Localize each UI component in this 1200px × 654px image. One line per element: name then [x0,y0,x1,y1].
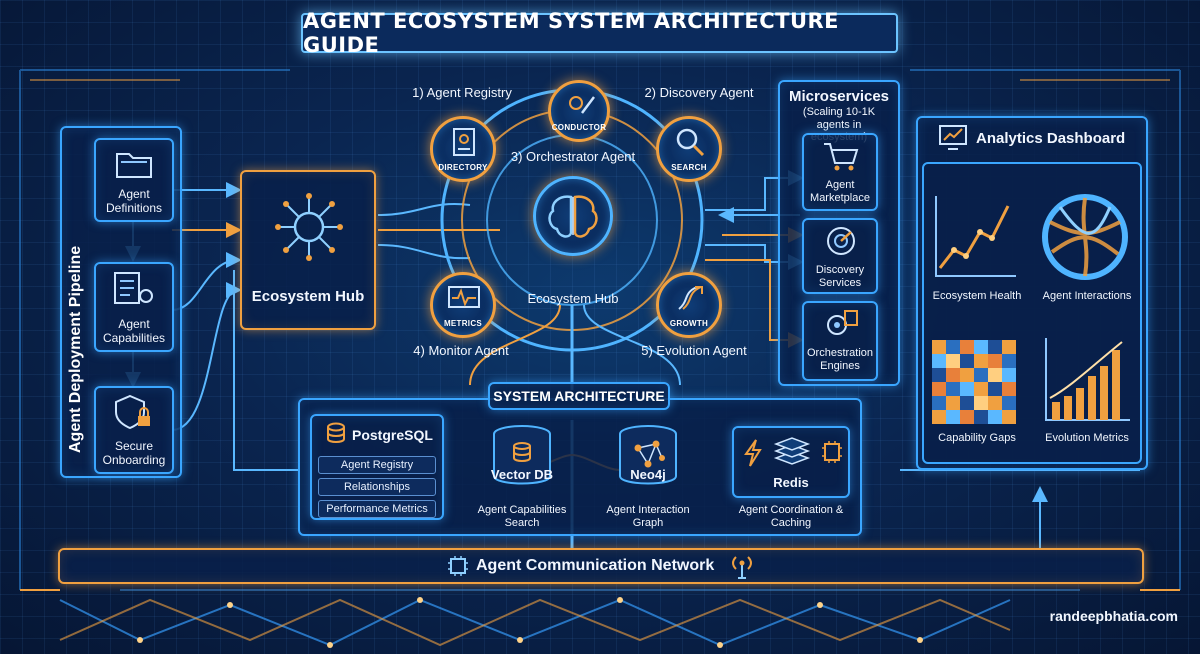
ecosystem-health-chart [935,196,1016,277]
agent-caption-orchestrator: 3) Orchestrator Agent [510,149,636,164]
agent-interactions-chart [1042,194,1128,280]
server-chip-icon [448,556,468,576]
microservice-label: Discovery Services [815,264,865,289]
radar-icon [827,227,855,255]
ring-center-label: Ecosystem Hub [527,291,619,306]
redis-box[interactable]: Redis [732,426,850,498]
pipeline-step-label: Secure Onboarding [102,439,166,467]
neo4j-label: Neo4j [630,467,666,482]
ecosystem-core[interactable] [533,176,613,256]
microservice-agent-marketplace[interactable]: Agent Marketplace [802,133,878,211]
pipeline-step-secure-onboarding[interactable]: Secure Onboarding [94,386,174,474]
directory-badge: DIRECTORY [438,163,488,172]
chart-monitor-icon [939,125,967,150]
growth-badge: GROWTH [669,319,709,328]
redis-label: Redis [773,475,809,490]
postgres-table-agent-registry[interactable]: Agent Registry [318,456,436,474]
agent-node-growth[interactable]: GROWTH [656,272,722,338]
analytics-title: Analytics Dashboard [976,130,1126,147]
communication-network-bar[interactable] [58,548,1144,584]
microservices-panel [778,80,900,386]
agent-node-directory[interactable]: DIRECTORY [430,116,496,182]
ecosystem-hub-label: Ecosystem Hub [251,288,365,305]
database-icon [327,422,345,443]
pipeline-step-label: Agent Definitions [105,187,163,215]
analytics-panel-capability-gaps: Capability Gaps [938,432,1016,444]
redis-stack-icon [773,437,811,465]
search-icon [676,128,705,157]
footer-site[interactable]: randeepbhatia.com [1049,608,1178,624]
postgresql-box[interactable]: PostgreSQL Agent Registry Relationships … [310,414,444,520]
pipeline-step-agent-capabilities[interactable]: Agent Capabilities [94,262,174,352]
network-hub-icon [275,193,343,261]
capability-gaps-heatmap [932,340,1016,424]
gears-icon [827,310,858,335]
gear-wand-icon [569,96,595,114]
folder-icon [116,153,152,178]
search-badge: SEARCH [671,163,707,172]
analytics-panel-evolution-metrics: Evolution Metrics [1045,432,1129,444]
antenna-icon [732,556,752,579]
redis-caption: Agent Coordination & Caching [738,504,844,529]
ecosystem-hub-box[interactable]: Ecosystem Hub [240,170,376,330]
microservice-orchestration-engines[interactable]: Orchestration Engines [802,301,878,381]
lightning-icon [744,439,762,467]
postgresql-label: PostgreSQL [352,427,433,443]
agent-node-conductor[interactable]: CONDUCTOR [548,80,610,142]
conductor-badge: CONDUCTOR [551,123,607,132]
agent-caption-monitor: 4) Monitor Agent [413,343,509,358]
analytics-panel-ecosystem-health: Ecosystem Health [932,290,1022,302]
checklist-gear-icon [114,272,153,304]
vector-db-cylinder[interactable] [490,424,554,488]
vector-db-label: Vector DB [490,467,554,482]
microservice-discovery-services[interactable]: Discovery Services [802,218,878,294]
analytics-panel-agent-interactions: Agent Interactions [1042,290,1132,302]
metrics-badge: METRICS [443,319,483,328]
agent-node-metrics[interactable]: METRICS [430,272,496,338]
microservice-label: Orchestration Engines [806,347,874,372]
agent-caption-registry: 1) Agent Registry [412,85,512,100]
shield-lock-icon [115,394,150,430]
system-architecture-title: SYSTEM ARCHITECTURE [488,382,670,410]
pipeline-step-agent-definitions[interactable]: Agent Definitions [94,138,174,222]
pipeline-step-label: Agent Capabilities [102,317,166,345]
page-title: AGENT ECOSYSTEM SYSTEM ARCHITECTURE GUID… [301,9,898,57]
dna-growth-icon [678,286,703,310]
agent-caption-discovery: 2) Discovery Agent [644,85,754,100]
microservice-label: Agent Marketplace [810,179,870,204]
neo4j-cylinder[interactable] [616,424,680,488]
microservices-title: Microservices [788,88,890,105]
vector-db-caption: Agent Capabilities Search [477,504,567,529]
agent-caption-evolution: 5) Evolution Agent [641,343,747,358]
directory-book-icon [453,128,475,156]
cart-icon [824,143,859,171]
communication-network-label: Agent Communication Network [476,557,715,574]
evolution-metrics-chart [1045,338,1130,421]
postgres-table-relationships[interactable]: Relationships [318,478,436,496]
postgres-table-performance-metrics[interactable]: Performance Metrics [318,500,436,518]
heartbeat-monitor-icon [448,286,480,308]
agent-node-search[interactable]: SEARCH [656,116,722,182]
brain-icon [548,195,598,238]
chip-icon [822,441,842,463]
neo4j-caption: Agent Interaction Graph [606,504,690,529]
